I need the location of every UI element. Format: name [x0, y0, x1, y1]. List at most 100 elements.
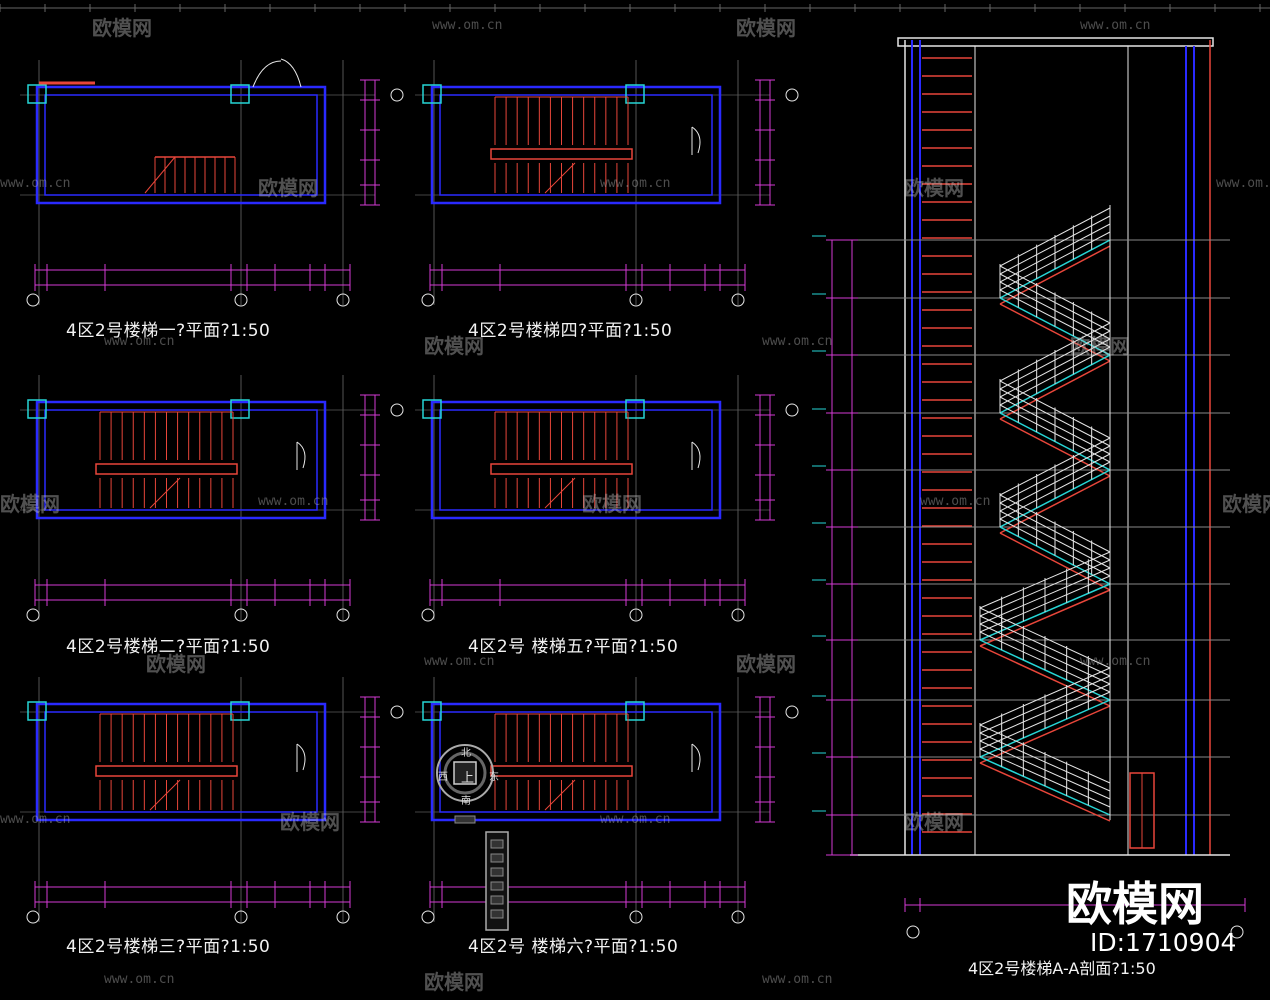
axis-bubble — [785, 403, 799, 417]
compass-center-label: 上 — [461, 771, 475, 786]
axis-bubble — [390, 88, 404, 102]
wall-outline — [430, 400, 722, 520]
watermark-url: www.om.cn — [104, 334, 175, 349]
watermark-brand: 欧模网 — [736, 652, 796, 676]
compass-ring — [443, 751, 487, 795]
watermark-brand: 欧模网 — [424, 334, 484, 358]
axis-bubble — [629, 293, 643, 307]
watermark-url: www.om.cn — [104, 972, 175, 987]
compass-ring — [436, 744, 494, 802]
plans-layer — [20, 58, 799, 931]
watermark-brand: 欧模网 — [424, 970, 484, 994]
axis-bubble — [336, 910, 350, 924]
structural-column — [422, 701, 442, 721]
plan-title-5: 4区2号 楼梯五?平面?1:50 — [468, 637, 679, 657]
viewcube-button — [490, 839, 504, 849]
axis-bubble — [421, 608, 435, 622]
plan-title-3: 4区2号楼梯三?平面?1:50 — [66, 937, 271, 957]
watermark-url: www.om.cn — [0, 812, 71, 827]
section-title: 4区2号楼梯A-A剖面?1:50 — [968, 959, 1156, 978]
watermark-brand: 欧模网 — [1222, 492, 1270, 516]
stair-flight-red — [999, 532, 1111, 591]
wall-inner-line — [439, 94, 713, 196]
watermark-brand: 欧模网 — [0, 492, 60, 516]
watermark-url: www.om.cn — [1080, 654, 1151, 669]
watermark-url: www.om.cn — [762, 334, 833, 349]
roof-slab — [897, 37, 1214, 47]
watermark-url: www.om.cn — [600, 812, 671, 827]
door-swing — [296, 743, 306, 771]
door-swing — [691, 743, 701, 771]
watermark-url: www.om.cn — [1216, 176, 1270, 191]
compass-west-label: 西 — [438, 772, 448, 783]
plan-title-4: 4区2号楼梯四?平面?1:50 — [468, 321, 673, 341]
door-swing — [691, 126, 701, 154]
axis-bubble — [731, 293, 745, 307]
watermark-brand: 欧模网 — [904, 810, 964, 834]
watermark-brand: 欧模网 — [1070, 334, 1130, 358]
door-swing — [296, 441, 306, 469]
compass-icon — [436, 744, 494, 802]
stair-handrail — [490, 148, 633, 160]
stair-break-line — [544, 162, 576, 194]
watermark-brand: 欧模网 — [258, 176, 318, 200]
structural-column — [625, 701, 645, 721]
watermark-url: www.om.cn — [920, 494, 991, 509]
axis-bubble — [234, 293, 248, 307]
plan-title-1: 4区2号楼梯一?平面?1:50 — [66, 321, 271, 341]
plan-title-6: 4区2号 楼梯六?平面?1:50 — [468, 937, 679, 957]
wall-inner-line — [44, 711, 318, 813]
axis-bubble — [390, 705, 404, 719]
wall-inner-line — [44, 94, 318, 196]
viewcube-button — [490, 895, 504, 905]
axis-bubble — [26, 293, 40, 307]
axis-bubble — [26, 608, 40, 622]
stair-break-line — [144, 156, 176, 194]
axis-bubble — [731, 608, 745, 622]
axis-bubble — [26, 910, 40, 924]
stair-plan-5 — [20, 677, 404, 924]
axis-bubble — [906, 925, 920, 939]
door-swing — [252, 60, 282, 88]
stair-plan-3 — [20, 375, 404, 622]
compass-center — [453, 761, 477, 785]
watermark-url: www.om.cn — [424, 654, 495, 669]
watermark-url: www.om.cn — [432, 18, 503, 33]
watermark-url: www.om.cn — [600, 176, 671, 191]
axis-bubble — [1230, 925, 1244, 939]
stair-handrail — [95, 463, 238, 475]
watermark-brand: 欧模网 — [736, 16, 796, 40]
structural-column — [230, 399, 250, 419]
watermark-brand: 欧模网 — [582, 492, 642, 516]
stair-plan-4 — [415, 375, 799, 622]
wall-inner-line — [44, 409, 318, 511]
viewcube-button — [490, 881, 504, 891]
watermark-url: www.om.cn — [1080, 18, 1151, 33]
watermark-url: www.om.cn — [762, 972, 833, 987]
viewcube-button — [490, 853, 504, 863]
structural-column — [27, 399, 47, 419]
wall-outline — [35, 85, 327, 205]
viewcube-button — [490, 867, 504, 877]
stair-break-line — [149, 477, 181, 509]
axis-bubble — [629, 910, 643, 924]
watermark-url: www.om.cn — [258, 494, 329, 509]
stair-handrail — [490, 765, 633, 777]
structural-column — [422, 84, 442, 104]
watermark-brand: 欧模网 — [146, 652, 206, 676]
stair-plan-2 — [415, 60, 799, 307]
viewcube-button — [490, 909, 504, 919]
wcs-tag — [454, 815, 476, 824]
stair-handrail — [95, 765, 238, 777]
stair-handrail — [490, 463, 633, 475]
stair-plan-1 — [20, 58, 404, 307]
compass-east-label: 东 — [489, 772, 499, 783]
axis-bubble — [731, 910, 745, 924]
axis-bubble — [234, 608, 248, 622]
stair-break-line — [544, 477, 576, 509]
compass-south-label: 南 — [461, 796, 471, 807]
axis-bubble — [336, 293, 350, 307]
watermark-brand: 欧模网 — [92, 16, 152, 40]
axis-bubble — [421, 293, 435, 307]
